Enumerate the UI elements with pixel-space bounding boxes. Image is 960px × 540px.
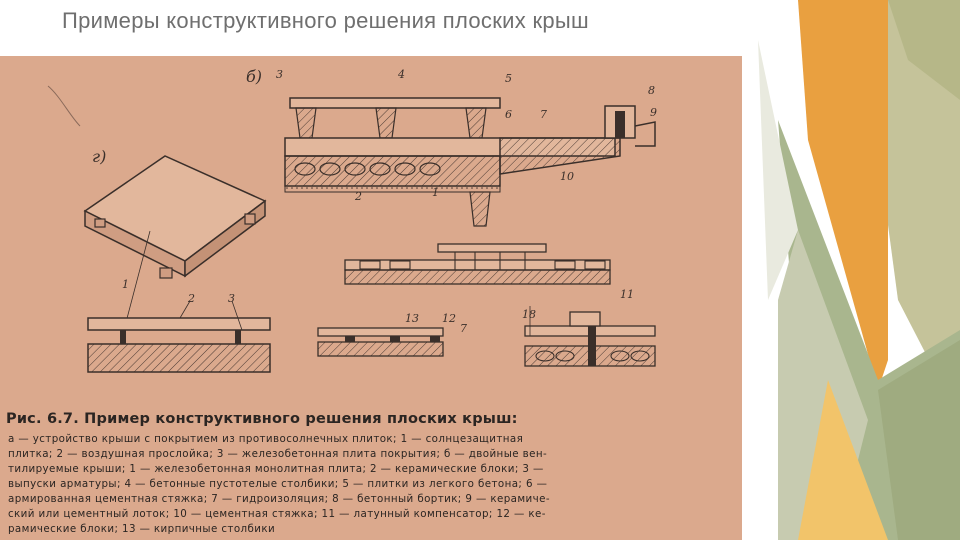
caption-line: плитка; 2 — воздушная прослойка; 3 — жел… <box>8 448 548 460</box>
caption-line: ский или цементный лоток; 10 — цементная… <box>8 508 546 520</box>
tile-perspective <box>83 155 267 327</box>
scanned-figure: г) 1 2 3 б) <box>0 56 742 540</box>
decorative-shapes <box>738 0 960 540</box>
section-b: 3 4 5 6 7 8 9 10 2 1 <box>276 68 657 227</box>
section-a: 1 2 3 <box>87 278 271 373</box>
callout-b7: 7 <box>540 108 547 121</box>
callout-b5: 5 <box>505 72 512 85</box>
caption-line: выпуски арматуры; 4 — бетонные пустотелы… <box>8 478 548 490</box>
caption-line: армированная цементная стяжка; 7 — гидро… <box>8 493 550 505</box>
callout-b9: 9 <box>650 106 657 119</box>
caption-line: тилируемые крыши; 1 — железобетонная мон… <box>8 463 544 475</box>
callout-b1: 1 <box>432 186 439 199</box>
caption-line: а — устройство крыши с покрытием из прот… <box>8 433 524 445</box>
section-c: 13 12 7 <box>317 312 467 357</box>
callout-c7: 7 <box>460 322 467 335</box>
callout-a2: 2 <box>187 292 195 305</box>
callout-d-dim: 18 <box>522 308 536 321</box>
callout-c12: 12 <box>442 312 456 325</box>
callout-a3: 3 <box>228 292 235 305</box>
panel-a-label: г) <box>92 147 106 166</box>
callout-b8: 8 <box>648 84 655 97</box>
callout-b4: 4 <box>397 68 405 81</box>
callout-a1: 1 <box>122 278 129 291</box>
callout-d11: 11 <box>620 288 634 301</box>
callout-b6: 6 <box>505 108 512 121</box>
callout-c13: 13 <box>405 312 419 325</box>
caption-line: рамические блоки; 13 — кирпичные столбик… <box>8 523 276 535</box>
callout-b2: 2 <box>354 190 362 203</box>
section-d: 11 18 <box>522 288 656 367</box>
panel-b-label: б) <box>246 67 262 86</box>
section-blocks <box>344 243 611 285</box>
construction-drawing: г) 1 2 3 б) <box>47 67 657 373</box>
slide-title: Примеры конструктивного решения плоских … <box>62 8 589 33</box>
callout-b3: 3 <box>276 68 283 81</box>
figure-caption-title: Рис. 6.7. Пример конструктивного решения… <box>6 411 518 427</box>
callout-b10: 10 <box>560 170 574 183</box>
